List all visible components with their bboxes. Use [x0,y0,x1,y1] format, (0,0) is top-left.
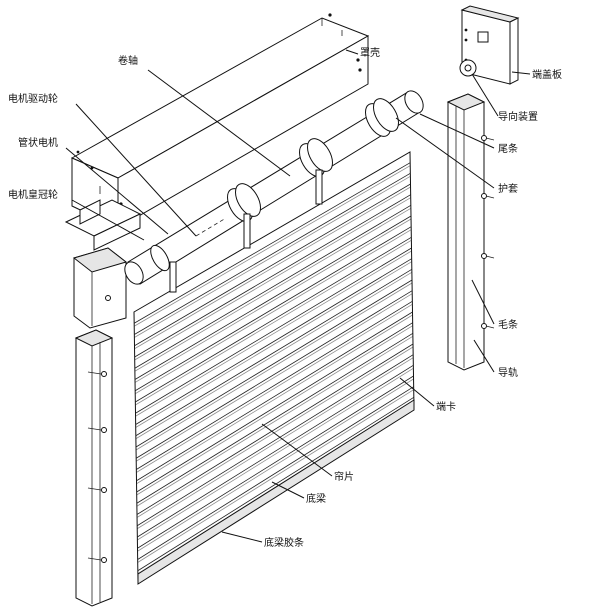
straps [169,169,323,293]
label-guide-rail: 导轨 [498,366,518,379]
slat-line [136,343,414,515]
label-sleeve: 护套 [498,182,518,195]
label-guide-device: 导向装置 [498,110,538,123]
right-rail-screws [481,135,495,329]
slat-line [136,354,414,527]
slat-line [136,357,414,530]
slat-line [135,293,413,462]
slat-line [137,367,414,541]
guide-device-wheel [459,59,477,77]
leader-lines [65,49,531,543]
slat-line [134,215,412,380]
label-brush-strip: 毛条 [498,318,518,331]
slat-line [136,311,413,482]
label-cover: 罩壳 [360,46,380,59]
slat-line [133,165,411,327]
slat-line [135,250,412,417]
slat-line [136,322,413,493]
slat-line [136,325,413,496]
slat-line [136,335,414,507]
slat-line [135,279,413,448]
slat-line [135,271,413,440]
curtain-slat-lines [133,162,415,575]
roller-shaft [124,90,424,293]
slat-line [136,314,413,485]
slat-line [134,194,411,358]
left-guide-rail [74,329,114,607]
slat-line [134,175,411,338]
slat-line [134,229,412,395]
slat-line [134,207,412,372]
slat-line [135,258,412,425]
right-guide-rail [446,93,495,371]
label-bottom-beam: 底梁 [306,492,326,505]
slat-line [135,290,413,459]
motor-bracket [64,199,142,251]
slat-line [137,375,414,549]
slat-line [135,261,412,428]
slat-line [134,197,411,361]
slat-line [134,218,412,383]
slat-line [137,389,414,563]
cover-housing [70,13,370,229]
slat-line [134,172,411,335]
slat-line [134,204,412,369]
end-cover-plate [459,5,520,85]
slat-line [135,239,412,406]
slat-line [135,282,413,451]
label-curtain-slat: 帘片 [334,470,354,483]
label-bottom-beam-rubber: 底梁胶条 [264,536,304,549]
left-rail-screws [87,371,107,563]
label-end-cover-plate: 端盖板 [532,68,562,81]
slat-line [134,226,412,392]
slat-line [134,183,411,347]
slat-line [134,186,411,350]
label-tail-strip: 尾条 [498,142,518,155]
callout-labels: 卷轴 罩壳 电机驱动轮 管状电机 电机皇冠轮 端盖板 导向装置 尾条 护套 毛条… [8,46,562,549]
left-end-cap [72,247,128,329]
label-end-clip: 端卡 [436,400,456,413]
label-motor-crown-wheel: 电机皇冠轮 [8,188,58,201]
slat-line [135,268,413,437]
label-motor-drive-wheel: 电机驱动轮 [8,92,58,105]
slat-line [135,236,412,403]
label-tubular-motor: 管状电机 [18,136,58,149]
slat-line [137,386,414,560]
slat-line [136,332,414,504]
slat-line [133,162,411,324]
label-roller-shaft: 卷轴 [118,54,138,67]
slat-line [137,378,414,552]
slat-line [137,364,414,538]
slat-line [136,346,414,518]
slat-line [136,300,413,470]
shaft-collars [150,98,399,272]
slat-line [135,247,412,414]
curtain-panel [133,151,415,585]
slat-line [136,303,413,473]
